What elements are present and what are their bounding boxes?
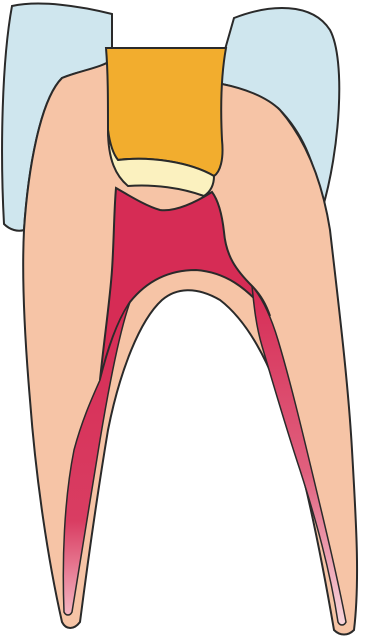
filling: [106, 48, 226, 176]
